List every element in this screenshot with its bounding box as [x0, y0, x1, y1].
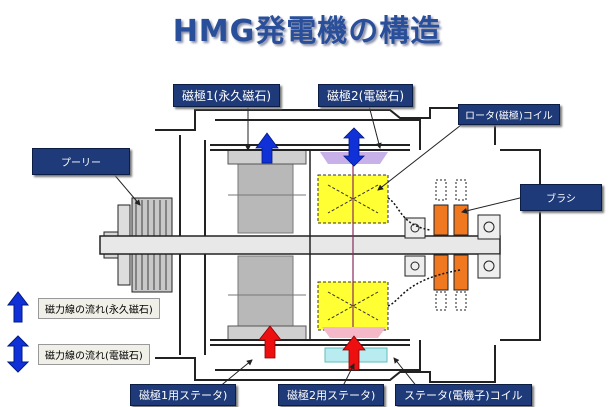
legend-arrow-up-icon: [6, 291, 30, 323]
flux-arrow-electro: [343, 127, 365, 167]
label-stator-coil: ステータ(電機子)コイル: [395, 384, 532, 406]
legend-permanent: 磁力線の流れ(永久磁石): [38, 298, 160, 319]
label-pole1: 磁極1(永久磁石): [173, 84, 280, 107]
label-brush: ブラシ: [520, 184, 602, 211]
label-stator2: 磁極2用ステータ): [278, 384, 385, 406]
label-rotor-coil: ロータ(磁極)コイル: [458, 104, 560, 125]
rotor-electromagnet: [317, 165, 389, 331]
label-pulley: プーリー: [32, 148, 130, 175]
flux-arrow-red-2: [342, 335, 366, 371]
flux-arrow-red-1: [258, 325, 282, 359]
legend-electro: 磁力線の流れ(電磁石): [38, 344, 150, 365]
diagram-title: HMG発電機の構造: [172, 14, 442, 49]
pole2-pink: [322, 327, 386, 338]
shaft: [99, 235, 501, 255]
coil-wire-bottom: [387, 269, 461, 307]
flux-arrow-permanent: [255, 132, 279, 164]
legend-arrow-double-icon: [6, 335, 30, 373]
label-pole2: 磁極2(電磁石): [318, 84, 413, 107]
label-stator1: 磁極1用ステータ): [130, 384, 237, 406]
